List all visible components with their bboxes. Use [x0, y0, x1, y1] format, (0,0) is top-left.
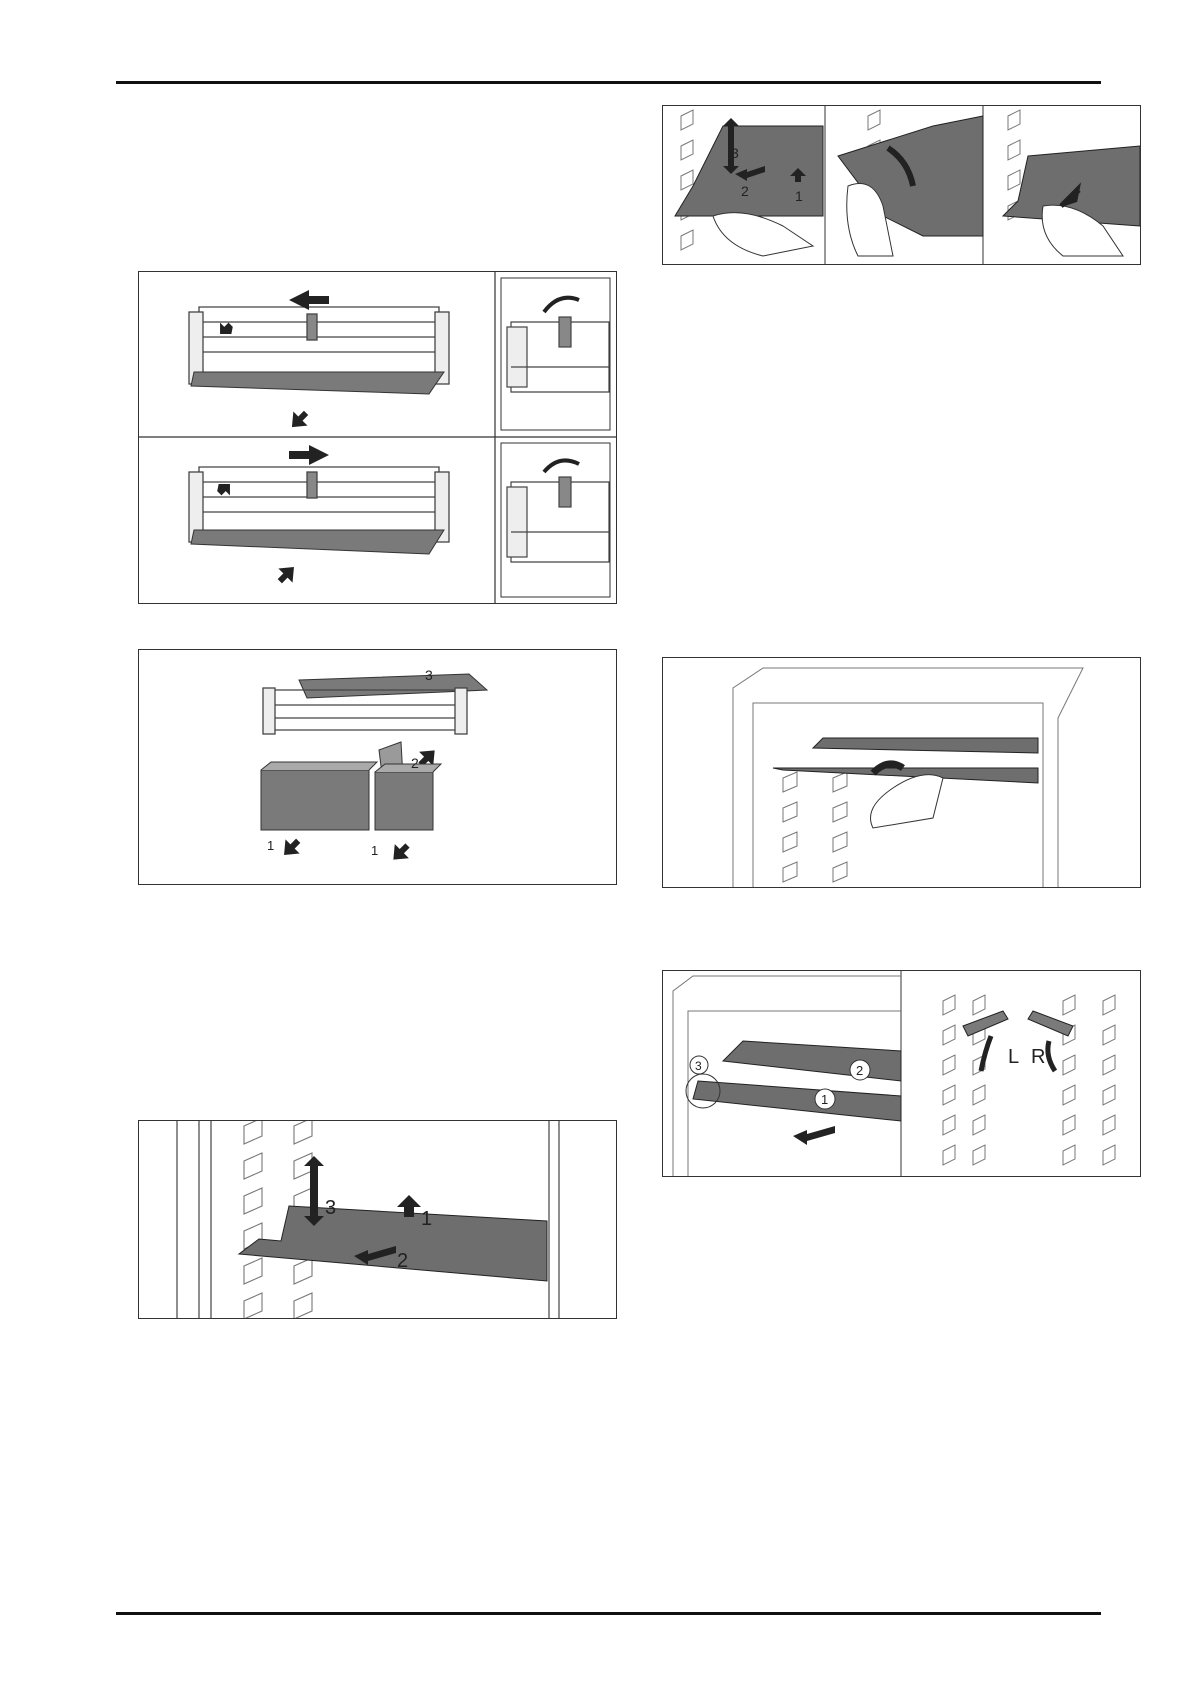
- arrow-right-icon: [289, 445, 329, 465]
- callout-1: 1: [821, 1092, 828, 1107]
- callout-3: 3: [731, 145, 739, 161]
- curved-arrow-icon: [1048, 1041, 1055, 1071]
- shelf-removal-illustration: 3 1 2: [139, 1121, 616, 1318]
- callout-1: 1: [421, 1208, 432, 1230]
- shelf-plate-bottom: [191, 530, 444, 554]
- callout-1: 1: [795, 188, 803, 204]
- glass-shelf-2: [723, 1041, 901, 1081]
- label-right: R: [1031, 1046, 1045, 1068]
- glass-shelf-1: [693, 1081, 901, 1121]
- hand: [713, 213, 813, 256]
- curved-arrow-icon: [544, 460, 579, 472]
- footer-rule: [116, 1612, 1101, 1615]
- hand: [871, 775, 944, 828]
- figure-drawer-assembly: 3 2 1 1: [138, 649, 617, 885]
- callout-3: 3: [425, 667, 433, 683]
- arrow-down-left-icon: [386, 838, 414, 866]
- label-left: L: [1008, 1046, 1019, 1068]
- header-rule: [116, 81, 1101, 84]
- glass-shelf: [239, 1206, 547, 1281]
- shelf-support-right: [1028, 1011, 1073, 1036]
- curved-arrow-icon: [981, 1036, 991, 1071]
- arrow-down-left-icon: [793, 1126, 835, 1145]
- figure-shelf-insertion: [662, 657, 1141, 888]
- drawer-left: [261, 770, 369, 830]
- figure-shelf-supports: 3 2 1 L R: [662, 970, 1141, 1177]
- shelf-supports-illustration: 3 2 1 L R: [663, 971, 1140, 1176]
- callout-2: 2: [856, 1063, 863, 1078]
- arrow-down-left-icon: [277, 834, 305, 862]
- shelf-handling-illustration: 3 2 1: [663, 106, 1140, 264]
- glass-shelf-upper: [813, 738, 1038, 753]
- shelf-insertion-illustration: [663, 658, 1140, 887]
- figure-door-shelf-steps: [138, 271, 617, 604]
- callout-3: 3: [695, 1059, 702, 1073]
- callout-2: 2: [411, 755, 419, 771]
- shelf-plate-top: [191, 372, 444, 394]
- callout-2: 2: [397, 1250, 408, 1272]
- drawer-right: [375, 772, 433, 830]
- figure-shelf-removal: 3 1 2: [138, 1120, 617, 1319]
- callout-2: 2: [741, 183, 749, 199]
- callout-1: 1: [371, 843, 378, 858]
- figure-shelf-handling-steps: 3 2 1: [662, 105, 1141, 265]
- curved-arrow-icon: [544, 298, 579, 312]
- arrow-up-right-icon: [273, 560, 301, 588]
- arrow-down-left-icon: [285, 406, 313, 434]
- callout-1: 1: [267, 838, 274, 853]
- callout-3: 3: [325, 1197, 336, 1219]
- door-shelf-illustration: [139, 272, 616, 603]
- drawer-assembly-illustration: 3 2 1 1: [139, 650, 616, 884]
